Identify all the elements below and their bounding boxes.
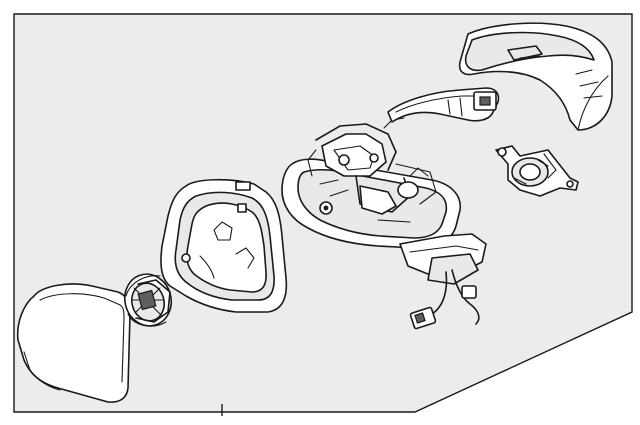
glass-actuator bbox=[123, 273, 173, 327]
mirror-frame-bezel bbox=[160, 178, 288, 313]
power-fold-motor bbox=[495, 145, 579, 197]
mirror-glass bbox=[16, 283, 131, 403]
mirror-cover-cap bbox=[458, 22, 613, 131]
mirror-housing-assembly bbox=[281, 117, 487, 330]
turn-signal-lamp bbox=[387, 87, 500, 123]
